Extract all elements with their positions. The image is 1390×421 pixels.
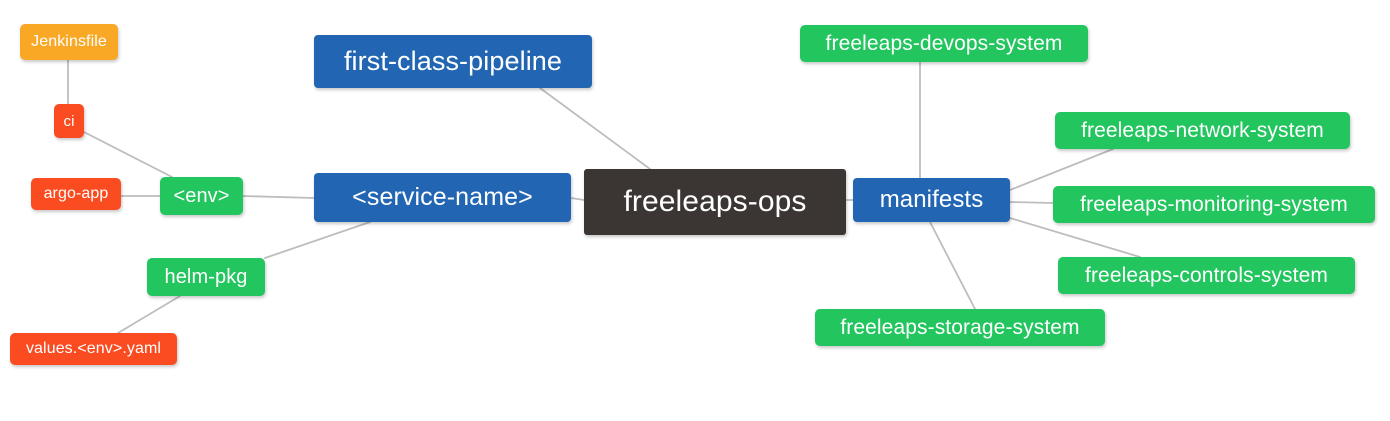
node-manifests[interactable]: manifests: [853, 178, 1010, 222]
edge-service-name-to-freeleaps-ops: [570, 197, 585, 201]
edge-manifests-to-freeleaps-network-system: [1009, 148, 1114, 191]
edge-values-env-yaml-to-helm-pkg: [117, 295, 181, 334]
edge-manifests-to-freeleaps-monitoring-system: [1009, 201, 1054, 204]
edge-ci-to-env: [83, 131, 173, 178]
edge-first-class-pipeline-to-freeleaps-ops: [539, 87, 651, 170]
node-freeleaps-storage-system[interactable]: freeleaps-storage-system: [815, 309, 1105, 346]
node-freeleaps-ops[interactable]: freeleaps-ops: [584, 169, 846, 235]
node-service-name[interactable]: <service-name>: [314, 173, 571, 222]
node-helm-pkg[interactable]: helm-pkg: [147, 258, 265, 296]
node-argo-app[interactable]: argo-app: [31, 178, 121, 210]
edge-env-to-service-name: [242, 195, 315, 199]
edge-helm-pkg-to-service-name: [264, 221, 371, 259]
edge-manifests-to-freeleaps-storage-system: [929, 221, 976, 310]
node-freeleaps-monitoring-system[interactable]: freeleaps-monitoring-system: [1053, 186, 1375, 223]
node-ci[interactable]: ci: [54, 104, 84, 138]
node-freeleaps-network-system[interactable]: freeleaps-network-system: [1055, 112, 1350, 149]
node-env[interactable]: <env>: [160, 177, 243, 215]
edge-manifests-to-freeleaps-controls-system: [1009, 217, 1141, 258]
node-first-class-pipeline[interactable]: first-class-pipeline: [314, 35, 592, 88]
node-jenkinsfile[interactable]: Jenkinsfile: [20, 24, 118, 60]
node-freeleaps-controls-system[interactable]: freeleaps-controls-system: [1058, 257, 1355, 294]
node-freeleaps-devops-system[interactable]: freeleaps-devops-system: [800, 25, 1088, 62]
node-values-env-yaml[interactable]: values.<env>.yaml: [10, 333, 177, 365]
